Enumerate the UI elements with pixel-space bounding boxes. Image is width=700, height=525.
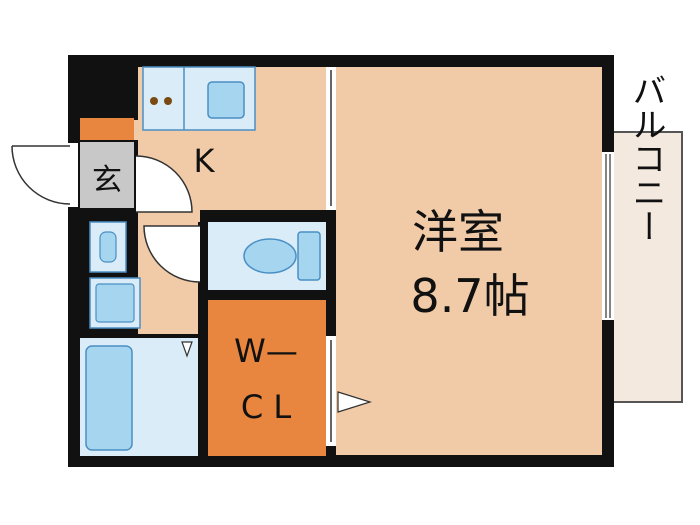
shoe-cabinet (80, 118, 134, 140)
toilet-tank-icon (297, 231, 321, 281)
walk-in-closet (208, 300, 326, 456)
kitchen-sink-icon (207, 81, 245, 119)
entrance-floor (80, 142, 134, 208)
bath-door-marker (181, 341, 193, 358)
closet-door-marker (337, 391, 373, 413)
western-room-floor (336, 67, 602, 455)
entrance-label: 玄 (92, 163, 122, 198)
balcony-label: バルコニー (626, 73, 666, 243)
kitchen-label: K (194, 142, 216, 180)
washing-machine-icon (95, 283, 135, 323)
western-room-name: 洋室 (412, 205, 504, 259)
closet-label-line2: C L (241, 388, 292, 426)
entrance-door-swing (11, 145, 71, 205)
closet-label-line1: W— (234, 332, 298, 370)
stove-burner-icon (150, 97, 158, 105)
toilet-bowl-icon (243, 238, 297, 274)
toilet-door-swing (143, 225, 201, 283)
stove-burner-icon (164, 97, 172, 105)
balcony (611, 131, 683, 403)
hall-door-swing (135, 155, 193, 213)
bathtub-icon (85, 345, 133, 451)
western-room-size: 8.7帖 (410, 269, 529, 323)
washbasin-bowl-icon (99, 231, 117, 263)
